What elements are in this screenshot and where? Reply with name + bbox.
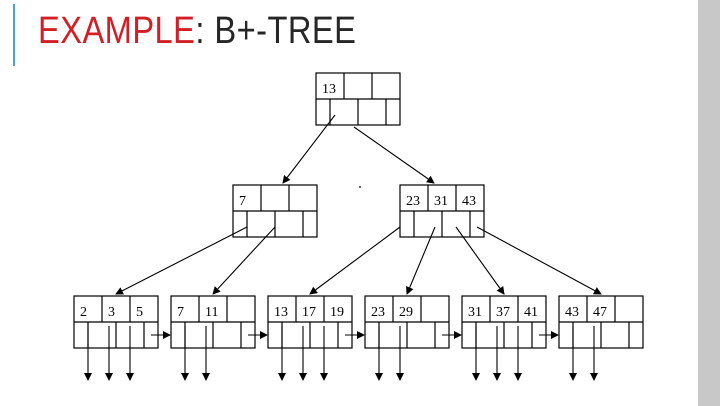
root-node-root: 13 bbox=[315, 72, 401, 126]
title-rest: : B+-TREE bbox=[195, 10, 357, 52]
leaf-node-leaf-4: 23 29 bbox=[364, 295, 450, 349]
right-edge-bar bbox=[698, 0, 720, 406]
leaf-node-leaf-3: 13 17 19 bbox=[267, 295, 353, 349]
key-value: 23 bbox=[406, 194, 420, 209]
key-value: 43 bbox=[565, 305, 579, 320]
child-pointer-arrow bbox=[406, 226, 436, 295]
key-value: 47 bbox=[593, 305, 607, 320]
stray-dot bbox=[359, 186, 361, 188]
key-value: 7 bbox=[239, 194, 246, 209]
key-value: 43 bbox=[462, 194, 476, 209]
child-pointer-arrow bbox=[476, 226, 602, 295]
key-value: 13 bbox=[322, 82, 336, 97]
key-value: 37 bbox=[496, 305, 510, 320]
key-value: 31 bbox=[434, 194, 448, 209]
leaf-node-leaf-5: 31 37 41 bbox=[461, 295, 547, 349]
key-value: 29 bbox=[399, 305, 413, 320]
child-pointer-arrow bbox=[212, 226, 276, 295]
key-value: 2 bbox=[80, 305, 87, 320]
key-value: 3 bbox=[108, 305, 115, 320]
leaf-node-leaf-6: 43 47 bbox=[558, 295, 644, 349]
key-value: 7 bbox=[177, 305, 184, 320]
slide-title: EXAMPLE: B+-TREE bbox=[38, 6, 356, 56]
title-highlight: EXAMPLE bbox=[38, 10, 196, 52]
child-pointer-arrow bbox=[309, 226, 401, 295]
key-value: 13 bbox=[274, 305, 288, 320]
child-pointer-arrow bbox=[115, 226, 248, 295]
internal-node-internal-right: 23 31 43 bbox=[399, 184, 485, 238]
key-value: 11 bbox=[205, 305, 218, 320]
child-pointer-arrow bbox=[353, 126, 435, 184]
internal-node-internal-left: 7 bbox=[232, 184, 318, 238]
key-value: 23 bbox=[371, 305, 385, 320]
key-value: 19 bbox=[330, 305, 344, 320]
key-value: 5 bbox=[136, 305, 143, 320]
title-accent-line bbox=[13, 4, 15, 66]
key-value: 31 bbox=[468, 305, 482, 320]
leaf-node-leaf-1: 2 3 5 bbox=[73, 295, 159, 349]
child-pointer-arrow bbox=[282, 114, 336, 184]
key-value: 41 bbox=[524, 305, 538, 320]
key-value: 17 bbox=[302, 305, 316, 320]
leaf-node-leaf-2: 7 11 bbox=[170, 295, 256, 349]
child-pointer-arrow bbox=[455, 226, 505, 295]
